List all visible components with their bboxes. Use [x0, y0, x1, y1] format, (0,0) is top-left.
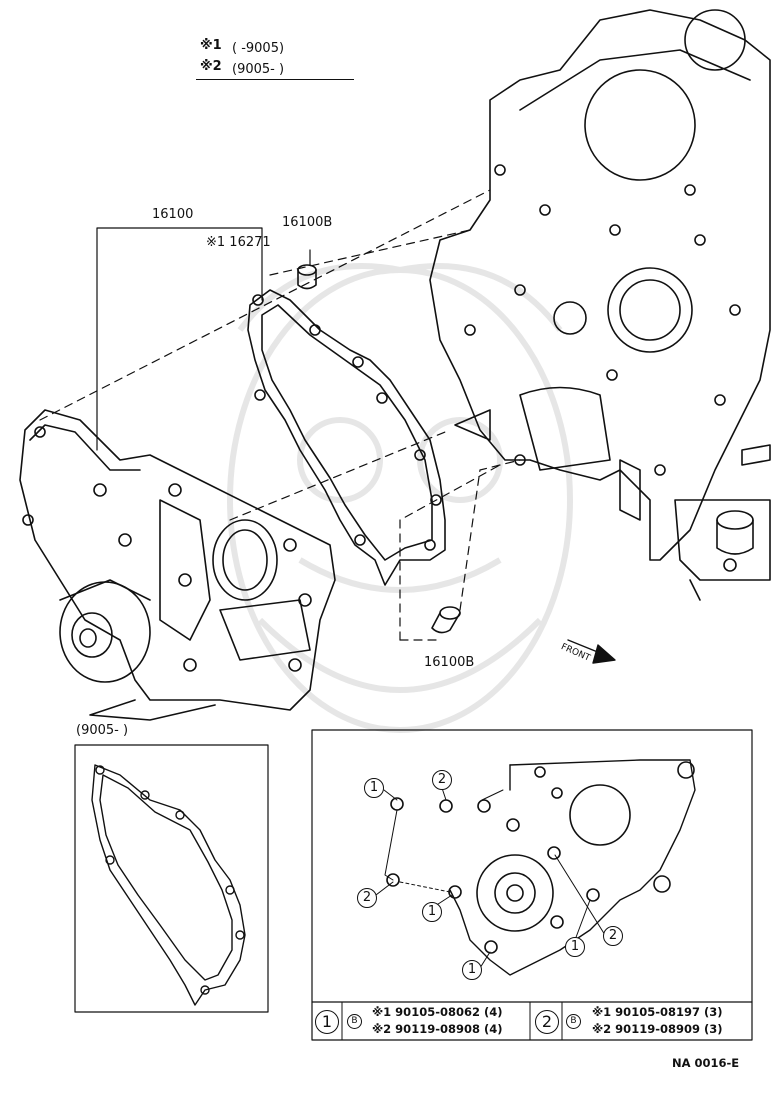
note-2-mark: ※2	[200, 59, 222, 74]
bolt-row-2-line-1: ※1 90105-08197 (3)	[592, 1005, 723, 1019]
callout-1: 1	[462, 960, 482, 980]
callout-2: 2	[432, 770, 452, 790]
label-water-pump: 16100	[152, 207, 194, 222]
callout-1: 1	[364, 778, 384, 798]
inset-gasket-box	[74, 744, 269, 1013]
watermark-emblem	[227, 263, 573, 733]
leader-16100	[96, 227, 311, 451]
callout-1: 1	[565, 937, 585, 957]
note-1-range: ( -9005)	[232, 41, 285, 56]
bolt-symbol-icon: B	[347, 1014, 362, 1029]
front-arrow-icon	[567, 639, 616, 664]
figure-id: NA 0016-E	[672, 1056, 740, 1070]
label-gasket: ※1 16271	[206, 235, 271, 250]
bolt-row-2-symbol: B	[566, 1014, 583, 1029]
bolt-key-1: 1	[315, 1010, 339, 1034]
bolt-row-1-line-2: ※2 90119-08908 (4)	[372, 1022, 503, 1036]
callout-2: 2	[357, 888, 377, 908]
bolt-row-2-line-2: ※2 90119-08909 (3)	[592, 1022, 723, 1036]
water-pump-assembly	[19, 409, 336, 721]
bolt-key-2: 2	[535, 1010, 559, 1034]
note-2-range: (9005- )	[232, 62, 285, 77]
note-underline	[196, 79, 354, 80]
inset-range-label: (9005- )	[76, 723, 129, 738]
callout-2: 2	[603, 926, 623, 946]
bolt-detail-box	[311, 729, 753, 1041]
dowel-pin-bottom	[431, 606, 461, 634]
dowel-pin-top	[297, 264, 317, 290]
callout-1: 1	[422, 902, 442, 922]
label-pin-bottom: 16100B	[424, 655, 475, 670]
note-1-mark: ※1	[200, 38, 222, 53]
bolt-symbol-icon: B	[566, 1014, 581, 1029]
label-pin-top: 16100B	[282, 215, 333, 230]
bolt-row-1-line-1: ※1 90105-08062 (4)	[372, 1005, 503, 1019]
alignment-lines	[39, 189, 521, 641]
bolt-row-1-symbol: B	[347, 1014, 364, 1029]
timing-cover-gasket	[247, 289, 446, 586]
engine-block	[429, 9, 771, 601]
